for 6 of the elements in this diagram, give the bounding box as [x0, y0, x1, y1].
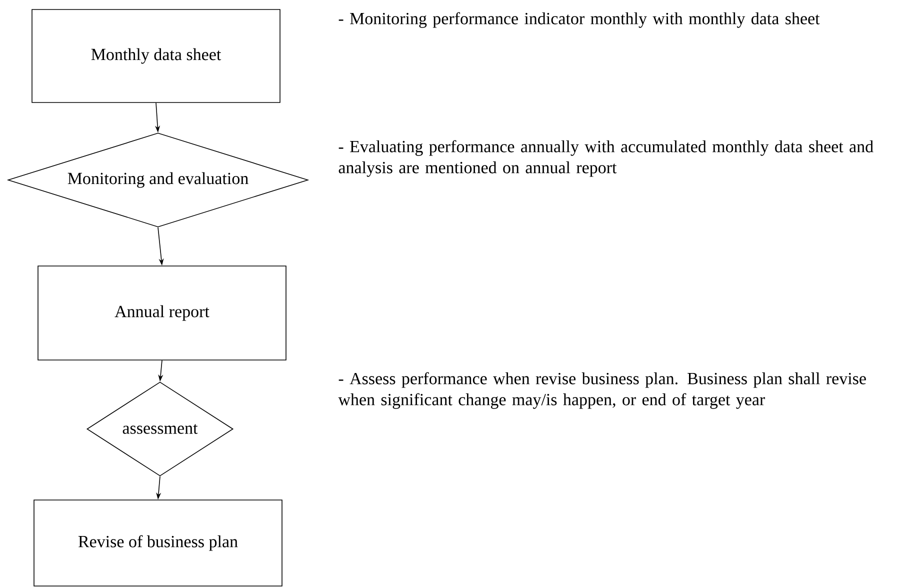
process-box: Revise of business plan — [34, 500, 282, 586]
process-box: Monthly data sheet — [32, 9, 280, 103]
note-text: - Assess performance when revise business plan. Business plan shall revise when significant change may/is happen, or end of target year — [338, 372, 866, 409]
note-text: - Monitoring performance indicator monthly with monthly data sheet — [338, 12, 820, 28]
process-box: Annual report — [38, 266, 286, 360]
note-text: - Evaluating performance annually with accumulated monthly data sheet and analysis are mentioned on annual report — [338, 140, 874, 177]
